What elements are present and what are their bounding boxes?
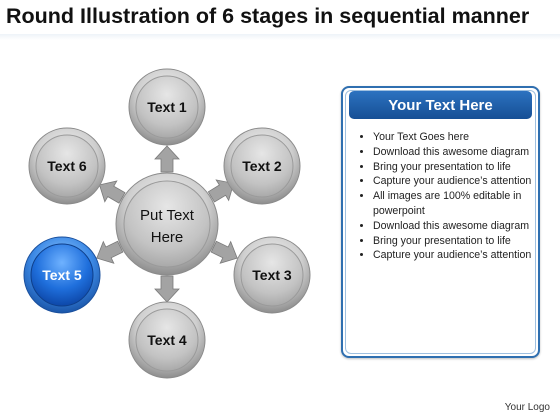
stage-node-3: Text 3 [233, 236, 311, 314]
panel-inner-border [345, 90, 536, 354]
stage-fill [230, 134, 294, 198]
stage-fill [30, 243, 94, 307]
center-label-line2: Here [151, 229, 184, 246]
stage-node-2: Text 2 [223, 127, 301, 205]
bullet-item: Bring your presentation to life [373, 234, 537, 249]
stage-node-1: Text 1 [128, 68, 206, 146]
arrow-to-stage-2 [207, 179, 235, 203]
bullet-item: Bring your presentation to life [373, 160, 537, 175]
arrow-to-stage-5 [96, 240, 124, 264]
stage-label: Text 5 [42, 267, 82, 283]
stage-label: Text 1 [147, 99, 187, 115]
logo-text: Your Logo [504, 402, 550, 413]
arrow-to-stage-4 [154, 275, 180, 303]
arrow-to-stage-6 [98, 180, 126, 204]
text-panel: Your Text Here Your Text Goes hereDownlo… [341, 86, 540, 358]
stage-fill [135, 308, 199, 372]
page-title: Round Illustration of 6 stages in sequen… [6, 4, 530, 28]
arrow-to-stage-3 [210, 240, 238, 264]
stage-label: Text 3 [252, 267, 292, 283]
bullet-item: Download this awesome diagram [373, 219, 537, 234]
stage-label: Text 2 [242, 158, 282, 174]
stage-label: Text 6 [47, 158, 87, 174]
bullet-item: Capture your audience’s attention [373, 174, 537, 189]
arrows-group [96, 145, 238, 303]
stage-fill [35, 134, 99, 198]
stage-fill [240, 243, 304, 307]
bullet-item: All images are 100% editable in powerpoi… [373, 189, 537, 219]
center-label-line1: Put Text [140, 207, 195, 224]
stage-node-4: Text 4 [128, 301, 206, 379]
bullet-item: Download this awesome diagram [373, 145, 537, 160]
stage-node-5: Text 5 [23, 236, 101, 314]
panel-heading: Your Text Here [349, 91, 532, 119]
title-underline-band [0, 34, 560, 40]
center-node: Put Text Here [115, 172, 219, 276]
bullet-item: Your Text Goes here [373, 130, 537, 145]
stage-node-6: Text 6 [28, 127, 106, 205]
stage-nodes-group: Text 1 Text 2 Text 3 Text 4 Text 5 Text 6 [23, 68, 311, 379]
stage-fill [135, 75, 199, 139]
arrow-to-stage-1 [154, 145, 180, 173]
stage-label: Text 4 [147, 332, 187, 348]
bullet-item: Capture your audience’s attention [373, 248, 537, 263]
bullet-list: Your Text Goes hereDownload this awesome… [349, 130, 537, 263]
